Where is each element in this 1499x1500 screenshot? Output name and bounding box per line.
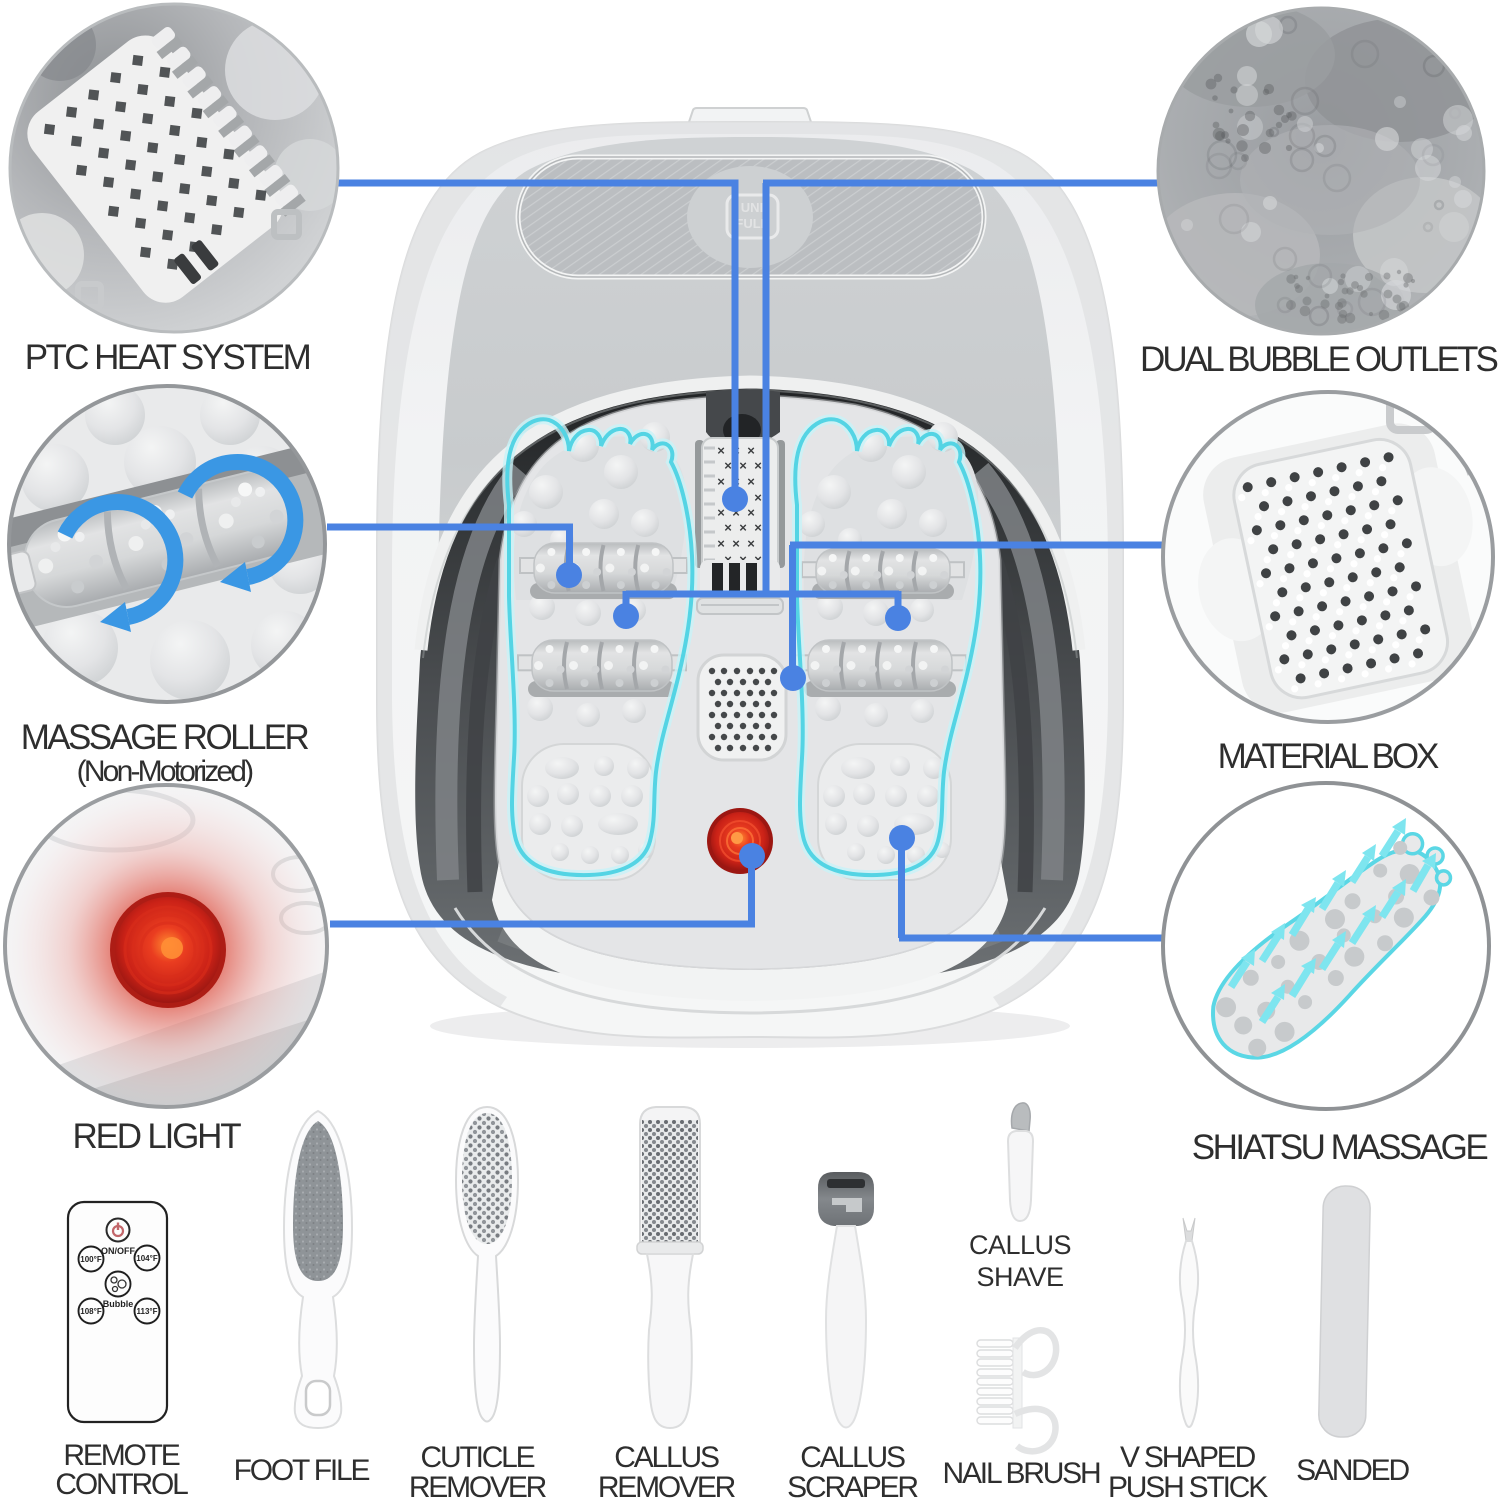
svg-text:MASSAGE ROLLER: MASSAGE ROLLER [21, 718, 309, 757]
svg-text:ON/OFF: ON/OFF [101, 1246, 135, 1256]
svg-text:×: × [717, 474, 725, 489]
svg-text:SHIATSU MASSAGE: SHIATSU MASSAGE [1192, 1128, 1488, 1167]
svg-text:×: × [747, 505, 755, 520]
svg-text:×: × [717, 505, 725, 520]
svg-text:×: × [754, 458, 762, 473]
svg-text:FOOT FILE: FOOT FILE [234, 1454, 370, 1487]
svg-text:×: × [739, 552, 747, 567]
svg-text:(Non-Motorized): (Non-Motorized) [77, 755, 254, 788]
svg-text:REMOTE: REMOTE [63, 1439, 179, 1472]
svg-text:104°F: 104°F [136, 1254, 158, 1263]
svg-text:NAIL BRUSH: NAIL BRUSH [943, 1457, 1100, 1490]
svg-text:MATERIAL BOX: MATERIAL BOX [1218, 737, 1439, 776]
svg-text:SANDED: SANDED [1296, 1454, 1409, 1487]
svg-text:×: × [739, 458, 747, 473]
svg-text:PUSH STICK: PUSH STICK [1108, 1471, 1268, 1500]
svg-text:CALLUS: CALLUS [800, 1441, 905, 1474]
svg-text:RED LIGHT: RED LIGHT [73, 1117, 242, 1156]
svg-text:×: × [717, 443, 725, 458]
svg-text:×: × [724, 552, 732, 567]
svg-text:CALLUS: CALLUS [969, 1230, 1071, 1260]
svg-text:×: × [754, 520, 762, 535]
svg-text:×: × [717, 536, 725, 551]
svg-text:UNI: UNI [741, 200, 763, 215]
svg-text:108°F: 108°F [80, 1307, 102, 1316]
svg-text:×: × [747, 474, 755, 489]
svg-text:DUAL BUBBLE OUTLETS: DUAL BUBBLE OUTLETS [1140, 340, 1498, 379]
svg-text:×: × [732, 536, 740, 551]
svg-text:CUTICLE: CUTICLE [421, 1441, 535, 1474]
svg-text:×: × [754, 552, 762, 567]
svg-text:REMOVER: REMOVER [409, 1471, 547, 1500]
svg-text:SCRAPER: SCRAPER [787, 1471, 918, 1500]
svg-text:FULL: FULL [735, 216, 768, 231]
svg-text:Bubble: Bubble [103, 1299, 134, 1309]
svg-text:100°F: 100°F [80, 1255, 102, 1264]
svg-text:CALLUS: CALLUS [614, 1441, 719, 1474]
svg-text:113°F: 113°F [137, 1307, 158, 1316]
svg-text:×: × [724, 458, 732, 473]
svg-text:CONTROL: CONTROL [55, 1468, 188, 1500]
svg-text:V SHAPED: V SHAPED [1120, 1441, 1256, 1474]
svg-text:×: × [732, 505, 740, 520]
svg-text:REMOVER: REMOVER [598, 1471, 736, 1500]
svg-text:×: × [747, 536, 755, 551]
svg-text:×: × [724, 520, 732, 535]
svg-text:×: × [747, 443, 755, 458]
svg-text:SHAVE: SHAVE [976, 1262, 1063, 1292]
svg-text:×: × [739, 520, 747, 535]
svg-text:×: × [754, 490, 762, 505]
svg-text:PTC HEAT SYSTEM: PTC HEAT SYSTEM [25, 338, 310, 377]
